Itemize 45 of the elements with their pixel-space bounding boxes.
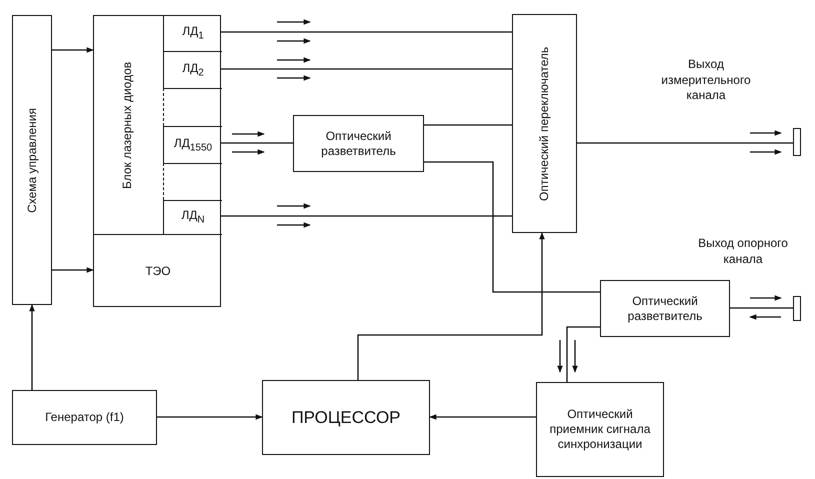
- fiber-line: [221, 215, 512, 217]
- fiber-line: [424, 124, 512, 126]
- box-label: ТЭО: [144, 264, 172, 279]
- process-box: [262, 380, 430, 455]
- fiber-line: [577, 142, 793, 144]
- box-label: Оптический разветвитель: [626, 294, 704, 324]
- box-label: Оптический приемник сигнала синхронизации: [548, 407, 652, 452]
- process-box: [512, 14, 577, 233]
- connector-port: [793, 128, 801, 156]
- connector-port: [793, 296, 801, 321]
- arrow: [52, 47, 94, 53]
- fiber-line: [221, 31, 512, 33]
- box-label: Генератор (f1): [44, 410, 125, 425]
- block-title: Блок лазерных диодов: [120, 60, 135, 191]
- arrow: [29, 304, 35, 390]
- diode-cell: [163, 126, 222, 163]
- process-box: [12, 15, 52, 305]
- box-label: ЛД$_{1550}$: [172, 136, 214, 154]
- laser-diode-block: [93, 15, 221, 307]
- box-label: ЛД$_{2}$: [181, 60, 205, 80]
- fiber-line: [566, 326, 600, 382]
- diode-cell: [163, 51, 222, 88]
- fiber-line: [424, 161, 600, 293]
- box-label: Оптический разветвитель: [320, 128, 397, 158]
- process-box: [293, 115, 424, 172]
- empty-diode-cell: [163, 88, 222, 126]
- fiber-line: [221, 68, 512, 70]
- process-box: [600, 280, 730, 337]
- fiber-line: [730, 307, 793, 309]
- box-label: ПРОЦЕССОР: [290, 406, 402, 428]
- arrow: [429, 414, 536, 420]
- arrow: [357, 232, 545, 380]
- arrow: [157, 414, 263, 420]
- diode-cell: [163, 200, 222, 234]
- port-label: Выход измерительного канала: [660, 57, 752, 104]
- vertical-label: Оптический переключатель: [537, 45, 552, 203]
- box-label: ЛД$_{1}$: [181, 24, 205, 43]
- process-box: [12, 390, 157, 445]
- arrow: [52, 267, 94, 273]
- port-label: Выход опорного канала: [697, 236, 789, 268]
- vertical-label: Схема управления: [24, 108, 40, 212]
- empty-diode-cell: [163, 163, 222, 200]
- fiber-line: [221, 142, 293, 144]
- box-label: ЛД$_{N}$: [180, 208, 206, 227]
- process-box: [536, 382, 664, 477]
